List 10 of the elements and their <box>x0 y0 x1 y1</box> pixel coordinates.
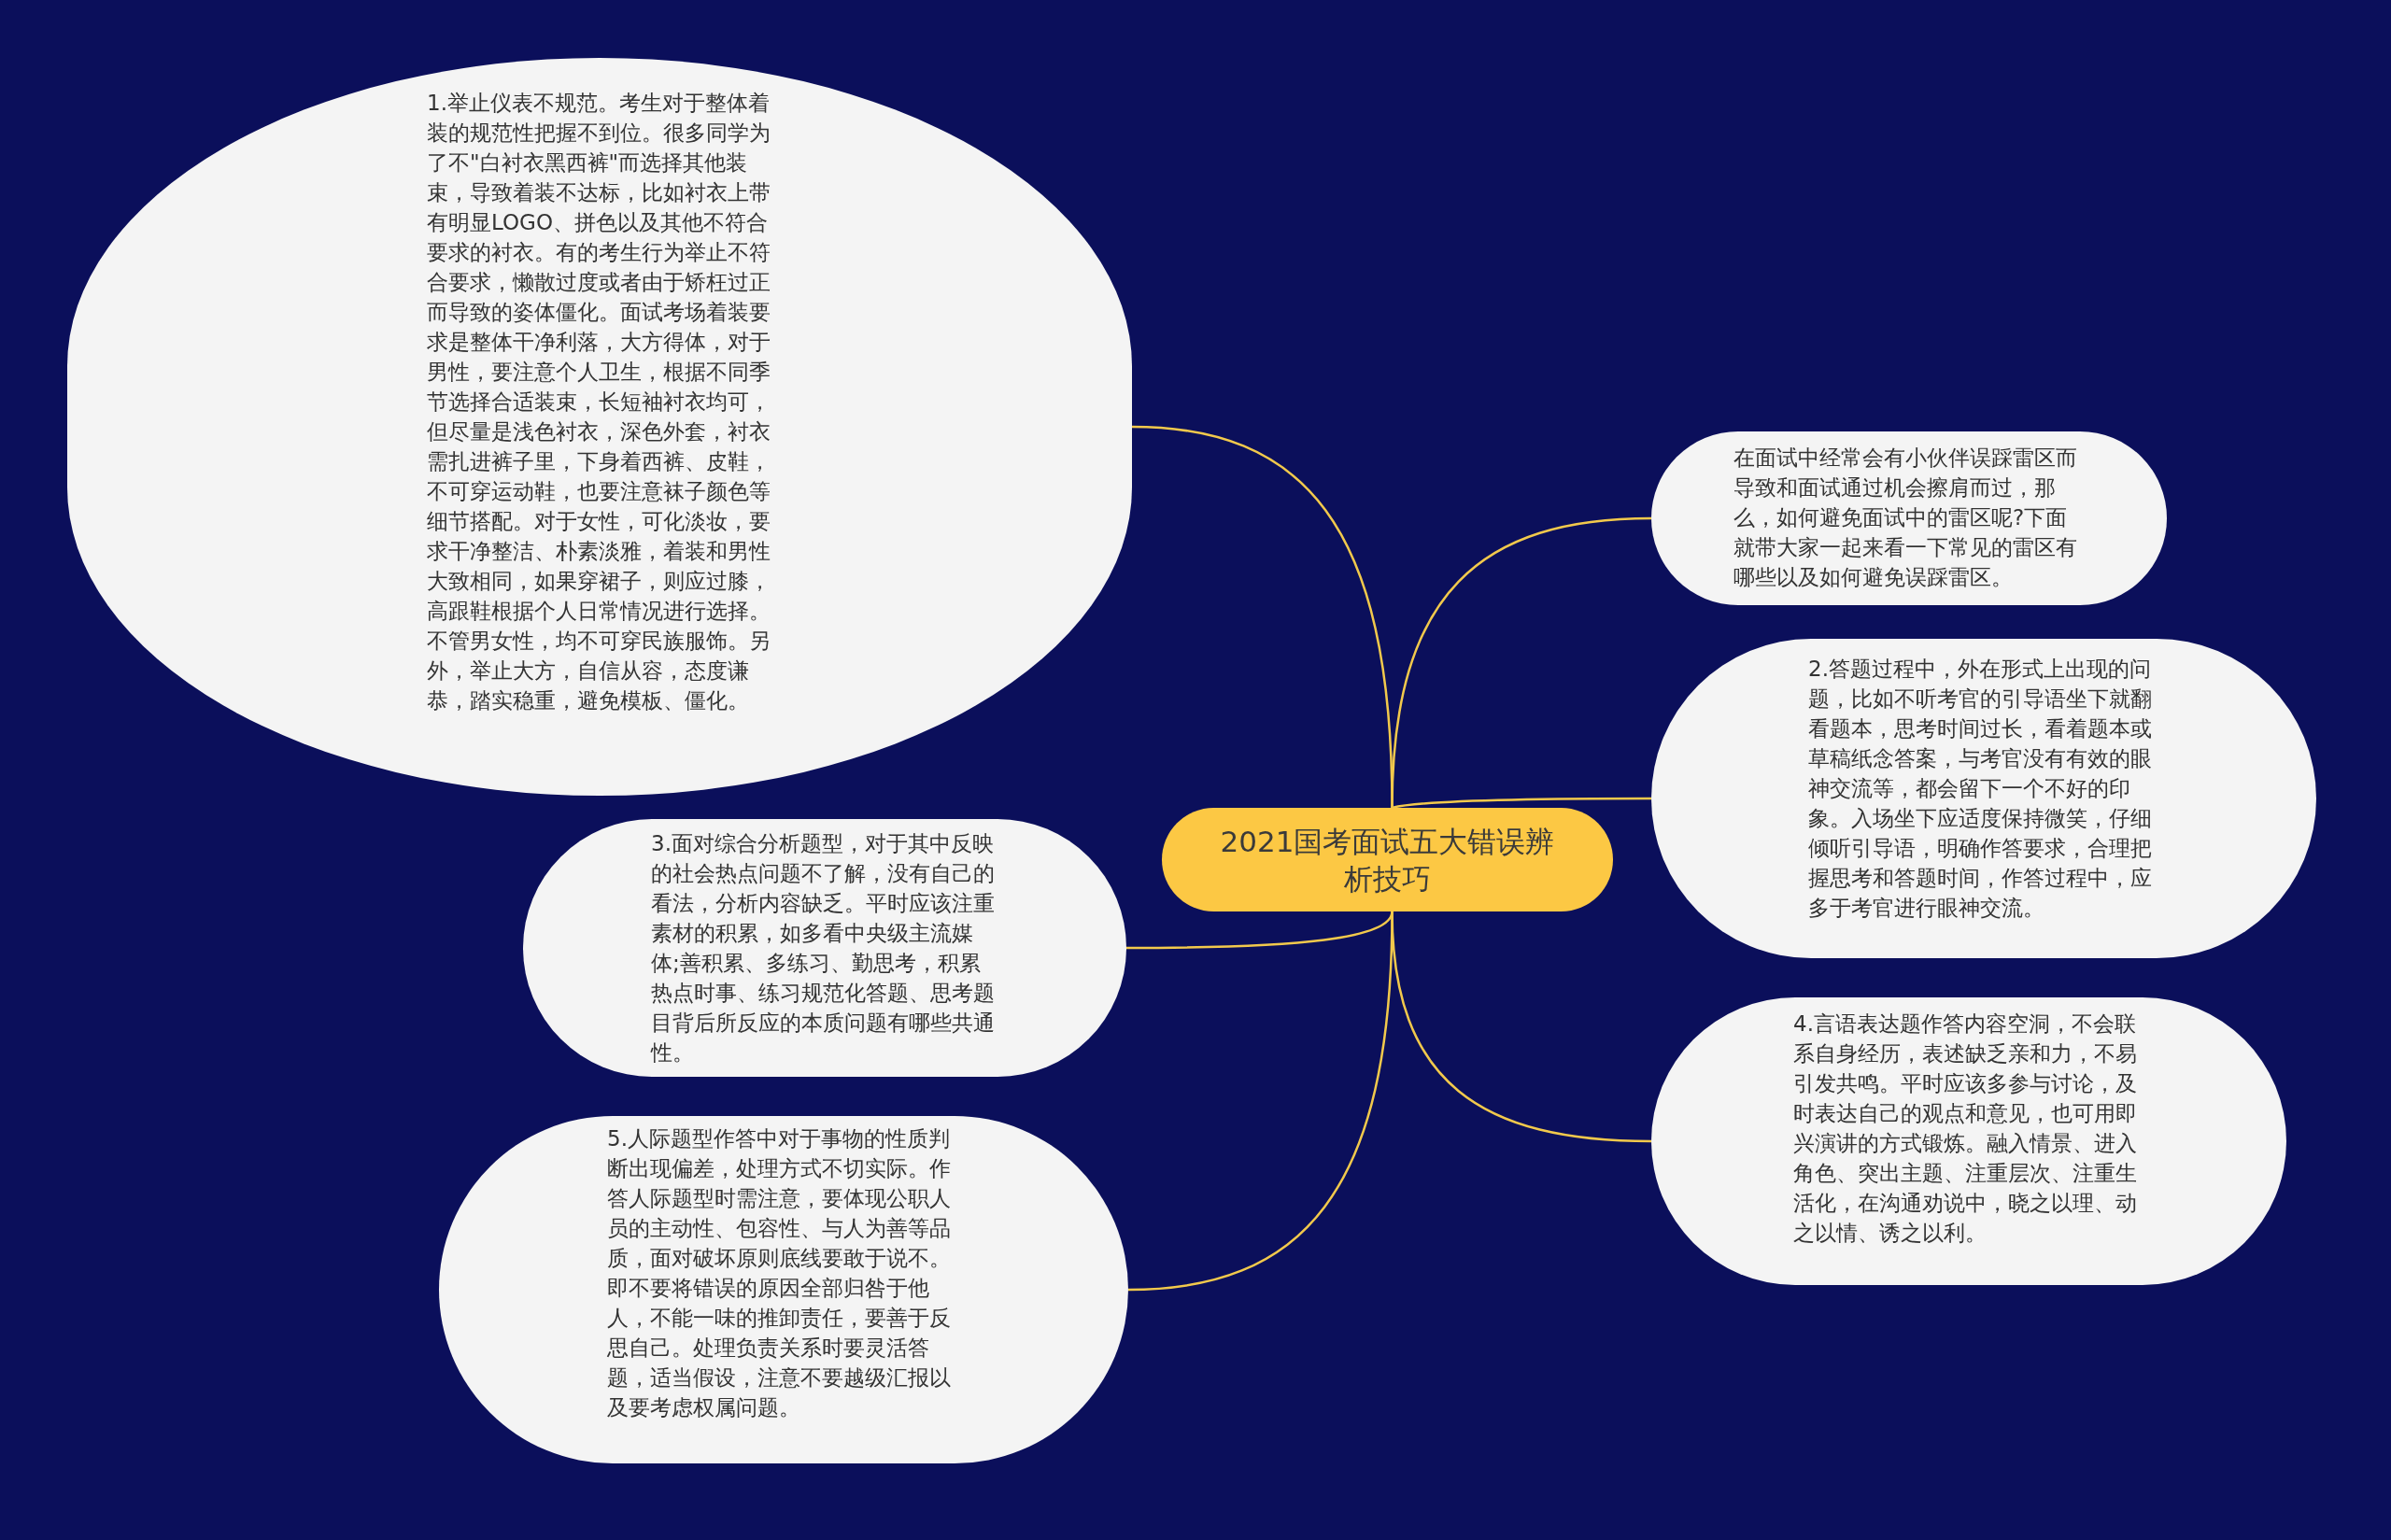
node-text: 1.举止仪表不规范。考生对于整体着装的规范性把握不到位。很多同学为了不"白衬衣黑西裤"而选择其他装束，导致着装不达标，比如衬衣上带有明显LOGO、拼色以及其他不符合要求的衬衣。有的考生行为举止不符合要求，懒散过度或者由于矫枉过正而导致的姿体僵化。面试考场着装要求是整体干净利落，大方得体，对于男性，要注意个人卫生，根据不同季节选择合适装束，长短袖衬衣均可，但尽量是浅色衬衣，深色外套，衬衣需扎进裤子里，下身着西裤、皮鞋，不可穿运动鞋，也要注意袜子颜色等细节搭配。对于女性，可化淡妆，要求干净整洁、朴素淡雅，着装和男性大致相同，如果穿裙子，则应过膝，高跟鞋根据个人日常情况进行选择。不管男女性，均不可穿民族服饰。另外，举止大方，自信从容，态度谦恭，踏实稳重，避免模板、僵化。 <box>427 90 771 714</box>
node-text: 4.言语表达题作答内容空洞，不会联系自身经历，表述缺乏亲和力，不易引发共鸣。平时应该多参与讨论，及时表达自己的观点和意见，也可用即兴演讲的方式锻炼。融入情景、进入角色、突出主题、注重层次、注重生活化，在沟通劝说中，晓之以理、动之以情、诱之以利。 <box>1793 1010 2138 1247</box>
connector-line <box>1127 911 1394 1292</box>
connector-line <box>1391 516 1652 809</box>
node-text: 在面试中经常会有小伙伴误踩雷区而导致和面试通过机会擦肩而过，那么，如何避免面试中的雷区呢?下面就带大家一起来看一下常见的雷区有哪些以及如何避免误踩雷区。 <box>1733 445 2078 591</box>
connector-line <box>1392 797 1651 810</box>
node-text: 3.面对综合分析题型，对于其中反映的社会热点问题不了解，没有自己的看法，分析内容缺乏。平时应该注重素材的积累，如多看中央级主流媒体;善积累、多练习、勤思考，积累热点时事、练习规范化答题、思考题目背后所反应的本质问题有哪些共通性。 <box>651 830 996 1067</box>
node-text: 2.答题过程中，外在形式上出现的问题，比如不听考官的引导语坐下就翻看题本，思考时间过长，看着题本或草稿纸念答案，与考官没有有效的眼神交流等，都会留下一个不好的印象。入场坐下应适度保持微笑，仔细倾听引导语，明确作答要求，合理把握思考和答题时间，作答过程中，应多于考官进行眼神交流。 <box>1808 656 2153 922</box>
node-text: 5.人际题型作答中对于事物的性质判断出现偏差，处理方式不切实际。作答人际题型时需注意，要体现公职人员的主动性、包容性、与人为善等品质，面对破坏原则底线要敢于说不。即不要将错误的原因全部归咎于他人，不能一味的推卸责任，要善于反思自己。处理负责关系时要灵活答题，适当假设，注意不要越级汇报以及要考虑权属问题。 <box>607 1125 952 1421</box>
topic-title: 2021国考面试五大错误辨析技巧 <box>1219 823 1556 897</box>
